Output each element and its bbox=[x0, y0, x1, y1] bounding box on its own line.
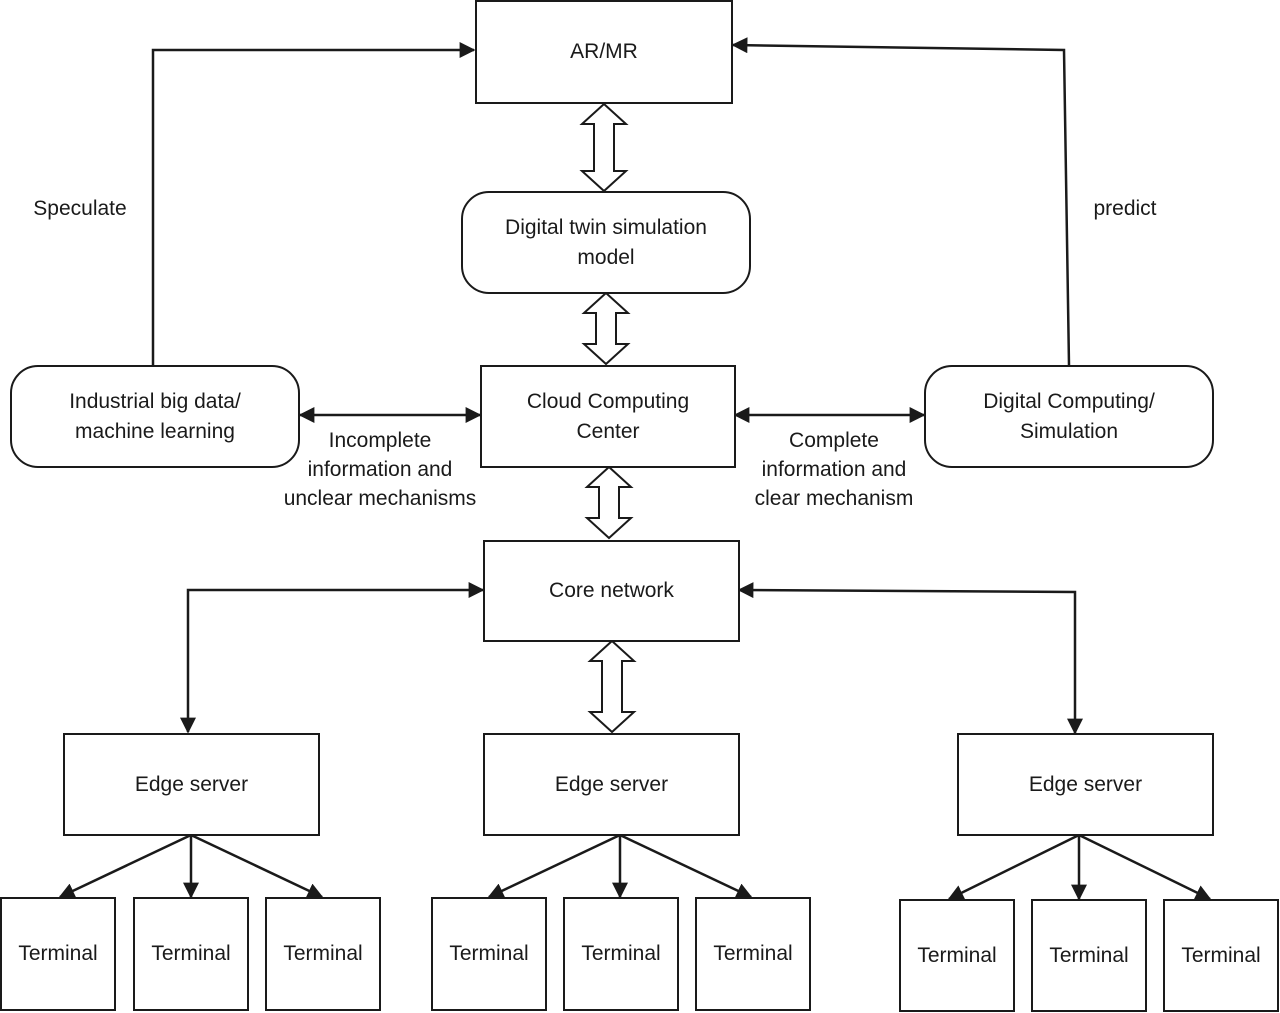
edge2-terminal-arrows bbox=[487, 833, 753, 899]
digital-twin-box: Digital twin simulation model bbox=[461, 191, 751, 294]
terminal-label: Terminal bbox=[1049, 943, 1129, 967]
core-network-box: Core network bbox=[483, 540, 740, 642]
terminal-box: Terminal bbox=[0, 897, 116, 1011]
terminal-box: Terminal bbox=[265, 897, 381, 1011]
terminal-label: Terminal bbox=[581, 942, 661, 965]
terminal-label: Terminal bbox=[283, 942, 363, 965]
terminal-label: Terminal bbox=[449, 942, 529, 965]
industrial-big-data-label: Industrial big data/ machine learning bbox=[69, 389, 241, 443]
industrial-big-data-box: Industrial big data/ machine learning bbox=[10, 365, 300, 468]
edge-server-right: Edge server bbox=[957, 733, 1214, 836]
speculate-label: Speculate bbox=[33, 197, 127, 220]
edge-server-left: Edge server bbox=[63, 733, 320, 836]
terminal-label: Terminal bbox=[151, 942, 231, 965]
terminal-label: Terminal bbox=[713, 942, 793, 965]
arrow-core-left-edge bbox=[180, 582, 485, 734]
incomplete-info-label: Incomplete information and unclear mecha… bbox=[283, 429, 477, 510]
terminal-box: Terminal bbox=[133, 897, 249, 1011]
edge-server-label: Edge server bbox=[1028, 772, 1143, 796]
terminal-box: Terminal bbox=[1031, 899, 1147, 1012]
hollow-arrow-core-edge bbox=[587, 639, 637, 734]
terminal-box: Terminal bbox=[1163, 899, 1279, 1012]
predict-label: predict bbox=[1093, 197, 1157, 220]
terminal-label: Terminal bbox=[917, 943, 997, 967]
edge-server-center: Edge server bbox=[483, 733, 740, 836]
ar-mr-label: AR/MR bbox=[570, 40, 638, 63]
hollow-arrow-twin-cloud bbox=[581, 291, 631, 366]
complete-info-label: Complete information and clear mechanism bbox=[754, 429, 914, 510]
digital-computing-box: Digital Computing/ Simulation bbox=[924, 365, 1214, 468]
edge3-terminal-arrows bbox=[947, 833, 1212, 901]
core-network-label: Core network bbox=[549, 579, 674, 602]
cloud-computing-center-label: Cloud Computing Center bbox=[526, 389, 690, 443]
digital-twin-label: Digital twin simulation model bbox=[505, 215, 707, 269]
terminal-label: Terminal bbox=[18, 942, 98, 965]
terminal-label: Terminal bbox=[1181, 943, 1261, 967]
hollow-arrow-cloud-core bbox=[584, 465, 634, 540]
edge-server-label: Edge server bbox=[554, 772, 669, 796]
ar-mr-box: AR/MR bbox=[475, 0, 733, 104]
cloud-computing-center-box: Cloud Computing Center bbox=[480, 365, 736, 468]
predict-arrow bbox=[731, 37, 1071, 366]
terminal-box: Terminal bbox=[563, 897, 679, 1011]
hollow-arrow-ar-twin bbox=[579, 102, 629, 193]
terminal-box: Terminal bbox=[431, 897, 547, 1011]
speculate-arrow bbox=[151, 42, 476, 365]
terminal-box: Terminal bbox=[899, 899, 1015, 1012]
edge-server-label: Edge server bbox=[134, 772, 249, 796]
edge1-terminal-arrows bbox=[58, 833, 324, 899]
terminal-box: Terminal bbox=[695, 897, 811, 1011]
arrow-core-right-edge bbox=[737, 582, 1083, 735]
digital-computing-label: Digital Computing/ Simulation bbox=[983, 389, 1155, 443]
